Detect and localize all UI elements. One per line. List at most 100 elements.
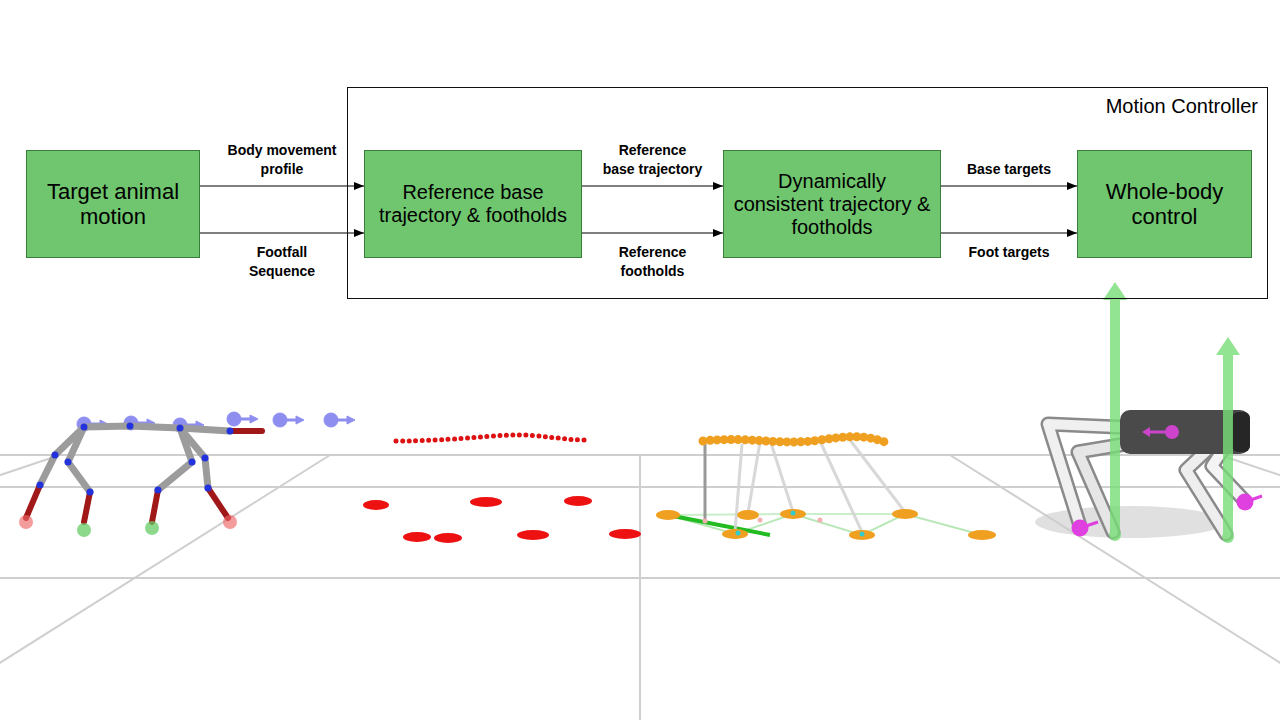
box-label: Target animal motion (34, 179, 192, 229)
optimized-trajectory-part (703, 518, 823, 524)
quadruped-robot-part-part (1109, 529, 1121, 541)
quadruped-robot-part (1073, 495, 1262, 535)
quadruped-robot-part-part (1103, 282, 1127, 300)
flow-arrow (582, 185, 723, 186)
velocity-arrows-part (296, 416, 304, 424)
optimized-trajectory-part-part (849, 530, 875, 540)
flow-arrow (200, 185, 364, 186)
optimized-trajectory-part-part (820, 441, 862, 532)
velocity-arrows (77, 412, 355, 432)
optimized-trajectory-part-part (892, 509, 918, 519)
optimized-trajectory-part-part (770, 440, 793, 512)
optimized-trajectory-part-part (758, 518, 763, 523)
process-box: Dynamically consistent trajectory & foot… (723, 150, 941, 258)
box-label: Dynamically consistent trajectory & foot… (731, 170, 933, 239)
quadruped-robot (1035, 282, 1262, 543)
optimized-trajectory-part (703, 437, 888, 443)
edge-label: Foot targets (944, 243, 1074, 262)
optimized-trajectory-part-part (780, 509, 806, 519)
group-heading: Motion Controller (1106, 94, 1258, 118)
animal-skeleton-part-part (52, 452, 59, 459)
box-label: Whole-body control (1085, 179, 1244, 229)
velocity-arrows-part (250, 415, 258, 423)
edge-label: Reference footholds (603, 243, 703, 281)
animal-skeleton-part (40, 426, 230, 492)
flow-arrow (941, 185, 1077, 186)
velocity-arrows-part (234, 418, 250, 421)
animal-skeleton-part-part (40, 427, 84, 485)
animal-skeleton-part-part (227, 428, 234, 435)
optimized-trajectory-part (704, 441, 707, 520)
quadruped-robot-part-part (1216, 337, 1240, 355)
quadruped-robot-part (1035, 506, 1225, 538)
optimized-trajectory-part (735, 440, 905, 532)
optimized-trajectory-part (668, 514, 982, 535)
quadruped-robot-part (1232, 412, 1250, 452)
reference-trajectory-part-part (434, 533, 462, 543)
animal-skeleton-part-part (202, 455, 209, 462)
animal-skeleton-part-part (152, 490, 158, 522)
optimized-trajectory-part-part (722, 529, 748, 539)
animal-skeleton-part-part (208, 488, 228, 518)
animal-skeleton-part-part (84, 492, 90, 522)
edge-label: Base targets (944, 160, 1074, 179)
animal-skeleton-part-part (205, 485, 212, 492)
optimized-trajectory-part-part (656, 510, 680, 520)
optimized-trajectory-part-part (968, 530, 996, 540)
animal-skeleton-part-part (155, 487, 162, 494)
flow-arrow (200, 232, 364, 233)
reference-trajectory-part-part (609, 529, 641, 539)
optimized-trajectory-part-part (737, 510, 759, 520)
floor-grid-part (0, 455, 330, 720)
animal-skeleton-part-part (84, 426, 230, 431)
quadruped-robot-part-part (1222, 531, 1234, 543)
quadruped-robot-part-part (1223, 353, 1233, 537)
quadruped-robot-part-part (1110, 298, 1120, 535)
animal-skeleton-part (37, 423, 234, 496)
optimized-trajectory-part-part (860, 532, 865, 537)
animal-skeleton-part-part (65, 459, 72, 466)
process-box: Reference base trajectory & footholds (364, 150, 582, 258)
reference-trajectory-part-part (363, 500, 389, 510)
box-label: Reference base trajectory & footholds (372, 181, 574, 227)
optimized-trajectory-part-part (818, 518, 823, 523)
reference-trajectory-part-part (564, 496, 592, 506)
reference-trajectory-part (396, 435, 586, 441)
edge-label: Reference base trajectory (601, 141, 704, 179)
quadruped-robot-part-part (1080, 522, 1098, 528)
optimized-trajectory-part-part (850, 440, 905, 512)
quadruped-robot-part (1165, 425, 1179, 439)
animal-skeleton-part-part (177, 425, 184, 432)
reference-trajectory-part-part (403, 532, 431, 542)
optimized-trajectory-part-part (703, 519, 708, 524)
animal-skeleton-part (145, 521, 159, 535)
animal-skeleton-part-part (26, 485, 40, 518)
reference-trajectory-part (363, 496, 641, 543)
reference-trajectory (363, 435, 641, 543)
reference-trajectory-part-part (517, 530, 549, 540)
edge-label: Footfall Sequence (232, 243, 332, 281)
quadruped-robot-part-part (1245, 496, 1262, 502)
edge-label: Body movement profile (222, 141, 342, 179)
flow-arrow (582, 232, 723, 233)
optimized-trajectory-part (736, 511, 865, 537)
animal-skeleton-part (223, 515, 237, 529)
velocity-arrows-part (347, 416, 355, 424)
floor-grid-part (0, 455, 60, 720)
velocity-arrows-part (280, 419, 296, 422)
optimized-trajectory-part (656, 509, 996, 540)
animal-skeleton-part-part (180, 428, 208, 488)
optimized-trajectory-part-part (736, 531, 741, 536)
optimized-trajectory-part-part (748, 442, 760, 513)
animal-skeleton-part-part (81, 424, 88, 431)
controller-frame: Motion ControllerReference base trajecto… (347, 87, 1268, 299)
process-box: Target animal motion (26, 150, 200, 258)
floor-grid-part (639, 455, 641, 720)
reference-trajectory-part-part (470, 497, 502, 507)
flow-arrow (941, 232, 1077, 233)
